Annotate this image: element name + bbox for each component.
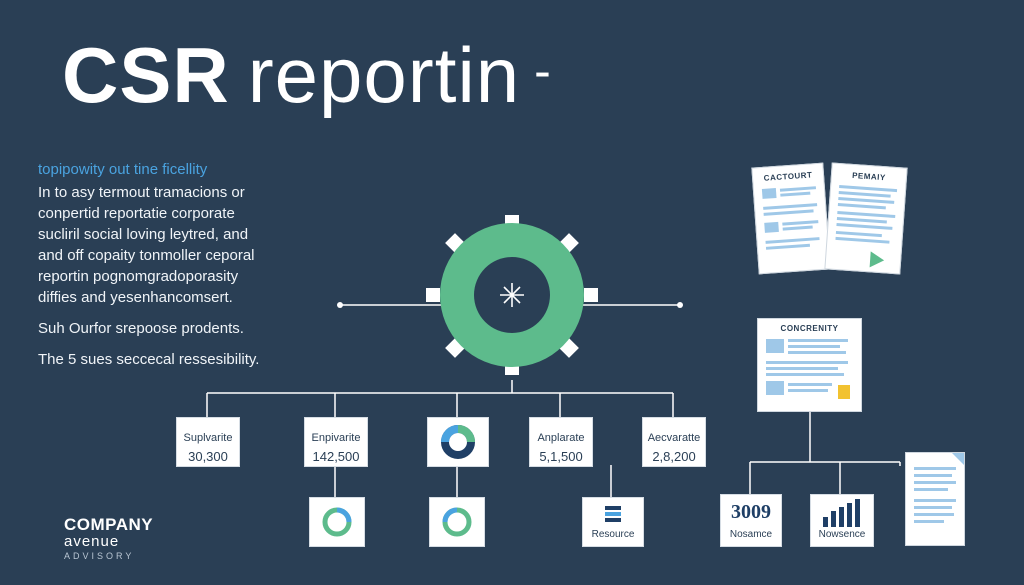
metric-label: Enpivarite <box>311 432 361 444</box>
resource-caption: Resource <box>591 529 635 540</box>
intro-lead: topipowity out tine ficellity <box>38 161 208 178</box>
report-document: CONCRENITY <box>757 318 862 412</box>
donut-chart-icon <box>441 425 475 459</box>
intro-line: reportin pognomgradoporasity <box>38 268 239 285</box>
single-document <box>905 452 965 546</box>
text-lines-icon <box>761 186 820 250</box>
bars-card: Nowsence <box>810 494 874 547</box>
resource-card: Resource <box>582 497 644 547</box>
company-logo: COMPANY avenue ADVISORY <box>64 516 153 562</box>
brand-line-2: avenue <box>64 533 120 550</box>
metric-box-2: Enpivarite 142,500 <box>304 417 368 467</box>
brand-line-1: COMPANY <box>64 515 154 534</box>
donut-box <box>427 417 489 467</box>
intro-line: conpertid reportatie corporate <box>38 205 235 222</box>
bar-chart-icon <box>823 499 860 527</box>
report-header: CONCRENITY <box>780 324 839 333</box>
ring-card-1 <box>309 497 365 547</box>
gear-icon <box>426 215 598 375</box>
metric-value: 30,300 <box>188 449 228 464</box>
ring-chart-icon <box>442 507 472 537</box>
intro-text: topipowity out tine ficellity In to asy … <box>38 160 338 370</box>
report-lines-icon <box>766 339 850 399</box>
metric-value: 5,1,500 <box>539 449 583 464</box>
brand-line-3: ADVISORY <box>64 551 135 561</box>
booklet-page-right: PEMAIY <box>824 162 908 275</box>
ring-card-2 <box>429 497 485 547</box>
bars-caption: Nowsence <box>818 529 866 540</box>
intro-line: sucliril social loving leytred, and <box>38 226 249 243</box>
intro-line-3: The 5 sues seccecal ressesibility. <box>38 351 260 368</box>
title-dash: - <box>534 43 552 99</box>
metric-value: 2,8,200 <box>652 449 696 464</box>
intro-line: diffies and yesenhancomsert. <box>38 289 233 306</box>
title-main: CSR <box>62 31 230 119</box>
metric-label: Aecvaratte <box>647 432 701 444</box>
booklet-page-left: CACTOURT <box>751 162 831 275</box>
metric-label: Anplarate <box>537 432 585 444</box>
metric-box-1: Suplvarite 30,300 <box>176 417 240 467</box>
stat-value: 3009 <box>731 501 771 523</box>
metric-value: 142,500 <box>312 449 360 464</box>
title-rest: reportin <box>247 31 521 119</box>
metric-label: Suplvarite <box>183 432 233 444</box>
intro-line: In to asy termout tramacions or <box>38 184 245 201</box>
metric-box-4: Aecvaratte 2,8,200 <box>642 417 706 467</box>
metric-box-3: Anplarate 5,1,500 <box>529 417 593 467</box>
stack-icon <box>605 506 621 522</box>
intro-line: and off copaity tonmoller ceporal <box>38 247 255 264</box>
document-lines-icon <box>914 453 964 523</box>
intro-line-2: Suh Ourfor srepoose prodents. <box>38 320 244 337</box>
text-lines-icon <box>835 185 898 268</box>
stat-caption: Nosamce <box>729 529 773 540</box>
stat-card: 3009 Nosamce <box>720 494 782 547</box>
ring-chart-icon <box>322 507 352 537</box>
